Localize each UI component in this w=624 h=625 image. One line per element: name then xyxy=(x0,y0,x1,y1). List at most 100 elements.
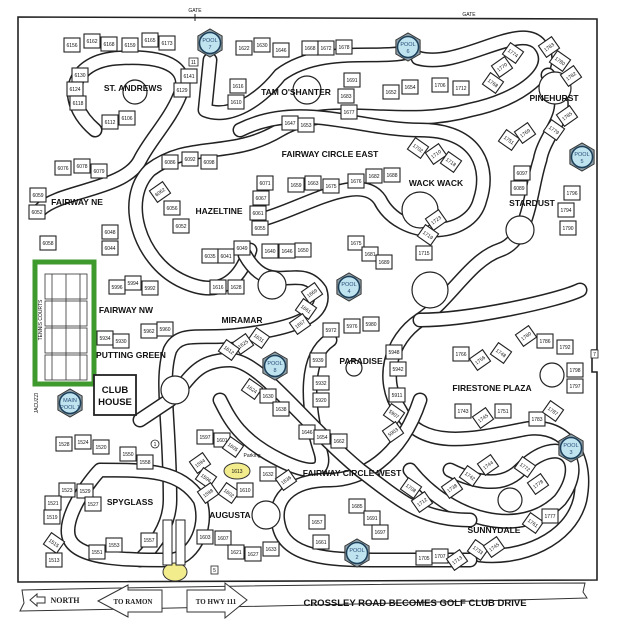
unit-number: 1558 xyxy=(139,460,150,466)
unit-building: 1783 xyxy=(537,35,561,59)
unit-building: 1557 xyxy=(140,532,158,548)
roads xyxy=(32,30,590,568)
unit-building: 6118 xyxy=(69,95,87,111)
street-pinehurst: PINEHURST xyxy=(529,93,579,103)
unit-building: 1745 xyxy=(482,535,506,559)
unit-number: 1766 xyxy=(455,352,466,358)
unit-building: 6129 xyxy=(173,82,191,98)
street-fairway-ne: FAIRWAY NE xyxy=(51,197,103,207)
marker: 1 xyxy=(154,442,157,448)
unit-building: 1528 xyxy=(55,436,73,452)
unit-building: 5992 xyxy=(141,280,159,296)
unit-number: 5996 xyxy=(111,285,122,291)
unit-building: 1766 xyxy=(452,346,470,362)
unit-building: 1529 xyxy=(76,483,94,499)
north-label: NORTH xyxy=(50,596,80,605)
unit-building: 1702 xyxy=(406,136,430,160)
gate-north-west: GATE xyxy=(188,8,202,21)
pool-label: MAIN xyxy=(63,398,77,404)
unit-number: 1650 xyxy=(297,248,308,254)
unit-building: 5976 xyxy=(343,318,361,334)
unit-number: 1605 xyxy=(226,442,239,453)
unit-building: 1689 xyxy=(375,254,393,270)
unit-number: 1782 xyxy=(565,71,578,82)
unit-building: 1708 xyxy=(399,476,423,500)
unit-number: 1616 xyxy=(232,84,243,90)
unit-building: 6112 xyxy=(101,114,119,130)
unit-number: 1681 xyxy=(364,252,375,258)
unit-number: 1710 xyxy=(430,149,443,160)
unit-number: 5942 xyxy=(392,367,403,373)
unit-number: 6086 xyxy=(164,160,175,166)
unit-building: 1706 xyxy=(431,77,449,93)
unit-building: 1650 xyxy=(294,242,312,258)
unit-building: 6079 xyxy=(90,163,108,179)
unit-number: 6141 xyxy=(183,74,194,80)
jacuzzi-label: JACUZZI xyxy=(34,393,40,414)
unit-number: 1774 xyxy=(506,48,519,59)
unit-number: 6097 xyxy=(516,171,527,177)
unit-number: 6173 xyxy=(161,41,172,47)
unit-building: 1520 xyxy=(92,439,110,455)
unit-number: 1778 xyxy=(532,479,545,490)
marker: 7 xyxy=(593,352,596,358)
unit-building: 1553 xyxy=(105,537,123,553)
unit-number: 1706 xyxy=(434,83,445,89)
unit-number: 1646 xyxy=(275,48,286,54)
unit-building: 1723 xyxy=(424,208,448,232)
street-firestone-plaza: FIRESTONE PLAZA xyxy=(452,383,531,393)
unit-number: 1783 xyxy=(531,417,542,423)
pool-number: 8 xyxy=(273,368,276,374)
unit-building: 1527 xyxy=(84,496,102,512)
street-putting-green: PUTTING GREEN xyxy=(96,350,166,360)
unit-building: 1719 xyxy=(416,223,440,247)
unit-number: 6061 xyxy=(252,211,263,217)
unit-number: 1712 xyxy=(416,497,429,508)
unit-building: 1744 xyxy=(476,453,500,477)
unit-number: 1528 xyxy=(58,442,69,448)
unit-number: 1705 xyxy=(418,556,429,562)
unit-building: 1597 xyxy=(196,429,214,445)
unit-building: 5942 xyxy=(389,361,407,377)
unit-building: 1778 xyxy=(526,472,550,496)
unit-number: 1612 xyxy=(222,345,235,356)
unit-number: 1610 xyxy=(230,100,241,106)
unit-building: 5994 xyxy=(124,275,142,291)
marker: 11 xyxy=(191,60,196,66)
unit-building: 6076 xyxy=(54,160,72,176)
unit-number: 1743 xyxy=(457,409,468,415)
unit-number: 1653 xyxy=(300,123,311,129)
unit-number: 1557 xyxy=(143,538,154,544)
marker: 5 xyxy=(213,568,216,574)
unit-number: 1691 xyxy=(346,78,357,84)
unit-building: 1792 xyxy=(556,339,574,355)
tennis-courts-label: TENNIS COURTS xyxy=(38,299,44,340)
unit-number: 5920 xyxy=(315,398,326,404)
unit-number: 1770 xyxy=(496,62,509,73)
street-spyglass: SPYGLASS xyxy=(107,497,154,507)
street-wack-wack: WACK WACK xyxy=(409,178,464,188)
unit-number: 6124 xyxy=(69,87,80,93)
unit-number: 1691 xyxy=(366,516,377,522)
unit-number: 6078 xyxy=(76,164,87,170)
unit-building: 1777 xyxy=(541,508,559,524)
property-boundary xyxy=(17,16,598,583)
unit-number: 1790 xyxy=(562,226,573,232)
unit-number: 1662 xyxy=(333,439,344,445)
unit-number: 1636 xyxy=(280,475,293,486)
unit-number: 5930 xyxy=(115,339,126,345)
unit-building: 1646 xyxy=(298,424,316,440)
unit-building: 1710 xyxy=(424,142,448,166)
unit-number: 6092 xyxy=(184,157,195,163)
unit-building: 6156 xyxy=(63,37,81,53)
unit-building: 5932 xyxy=(312,375,330,391)
unit-number: 1633 xyxy=(265,547,276,553)
pool-number: 2 xyxy=(355,555,358,561)
unit-building: 1647 xyxy=(281,115,299,131)
unit-number: 1627 xyxy=(247,552,258,558)
unit-number: 1712 xyxy=(455,86,466,92)
